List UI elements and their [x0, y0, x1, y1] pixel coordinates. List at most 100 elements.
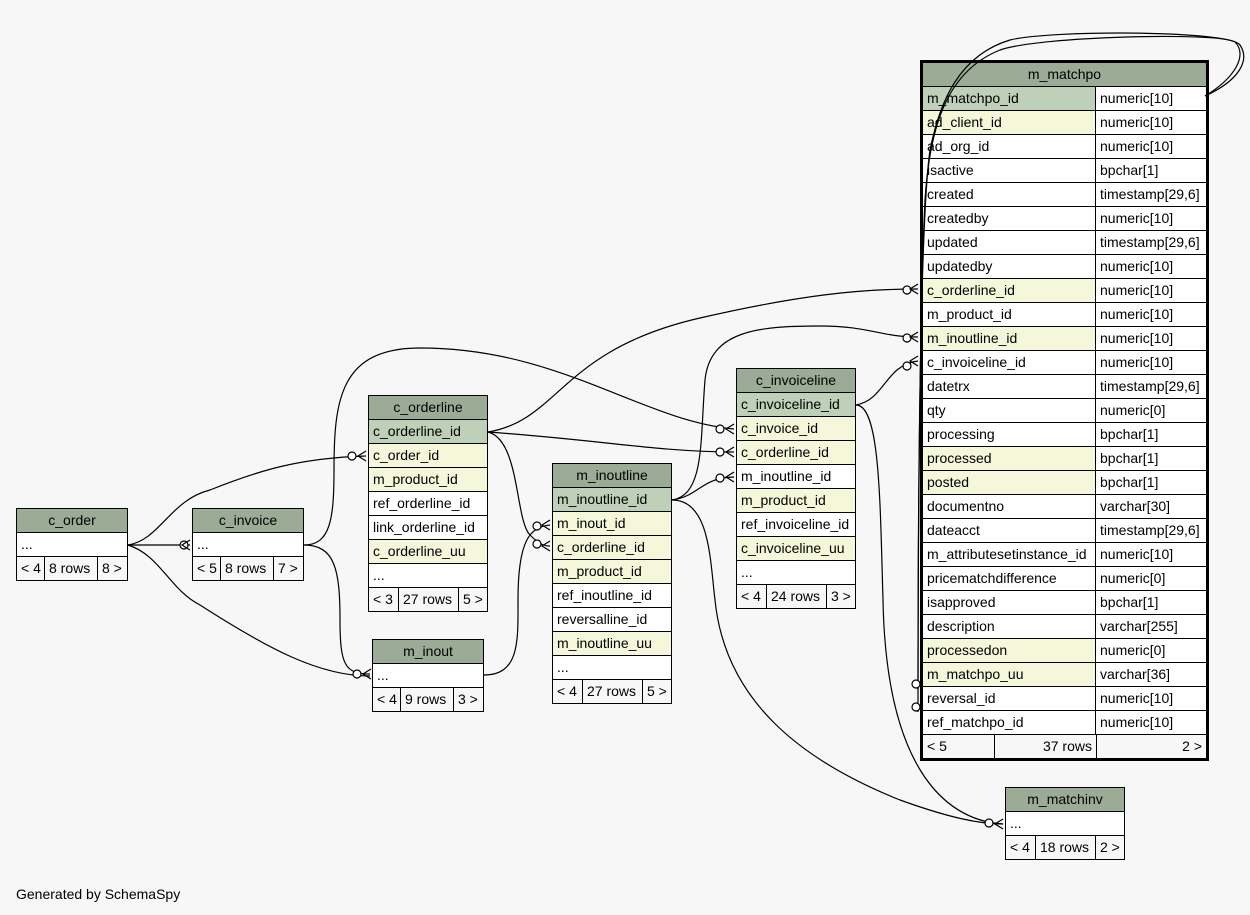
column-row[interactable]: ref_orderline_id — [369, 492, 487, 516]
column-row[interactable]: ... — [193, 533, 303, 557]
optional-marker — [715, 447, 725, 457]
column-row[interactable]: m_inoutline_id — [737, 465, 855, 489]
column-row[interactable]: link_orderline_id — [369, 516, 487, 540]
column-list: ... — [1006, 812, 1124, 836]
optional-marker — [179, 540, 189, 550]
column-row[interactable]: ... — [17, 533, 127, 557]
column-row[interactable]: ... — [373, 664, 483, 688]
children-count[interactable]: 3 > — [831, 588, 851, 604]
optional-marker — [902, 333, 912, 343]
column-row[interactable]: ref_invoiceline_id — [737, 513, 855, 537]
parents-count[interactable]: < 4 — [553, 680, 583, 703]
column-name: c_orderline_id — [553, 536, 671, 559]
row-count: 27 rows — [583, 680, 643, 703]
column-row[interactable]: c_invoiceline_uu — [737, 537, 855, 561]
column-row[interactable]: reversalline_id — [553, 608, 671, 632]
relationship-edge — [671, 476, 735, 501]
column-row[interactable]: c_orderline_uu — [369, 540, 487, 564]
parents-count[interactable]: < 5 — [923, 735, 995, 758]
column-row[interactable]: m_inoutline_uu — [553, 632, 671, 656]
column-row[interactable]: c_orderline_id — [369, 420, 487, 444]
parents-count[interactable]: < 5 — [193, 557, 221, 580]
table-title[interactable]: c_order — [17, 509, 127, 533]
parents-count[interactable]: < 4 — [373, 688, 401, 711]
table-title[interactable]: c_orderline — [369, 396, 487, 420]
table-title[interactable]: m_inout — [373, 640, 483, 664]
column-row[interactable]: c_order_id — [369, 444, 487, 468]
column-type: varchar[36] — [1096, 663, 1206, 686]
table-m_matchinv[interactable]: m_matchinv ... < 4 18 rows 2 > — [1005, 787, 1125, 860]
children-count[interactable]: 3 > — [458, 691, 478, 707]
children-count[interactable]: 5 > — [647, 683, 667, 699]
column-row[interactable]: m_inout_id — [553, 512, 671, 536]
column-row[interactable]: c_invoiceline_id — [737, 393, 855, 417]
column-row[interactable]: ... — [553, 656, 671, 680]
column-row[interactable]: ... — [1006, 812, 1124, 836]
parents-count[interactable]: < 3 — [369, 588, 399, 611]
table-title[interactable]: m_matchinv — [1006, 788, 1124, 812]
children-count[interactable]: 5 > — [463, 591, 483, 607]
children-count[interactable]: 7 > — [278, 560, 298, 576]
table-c_invoice[interactable]: c_invoice ... < 5 8 rows 7 > — [192, 508, 304, 581]
column-row[interactable]: m_product_id — [737, 489, 855, 513]
table-title[interactable]: c_invoiceline — [737, 369, 855, 393]
column-row[interactable]: c_orderline_id — [737, 441, 855, 465]
column-name: c_order_id — [369, 444, 487, 467]
column-row[interactable]: ... — [369, 564, 487, 588]
column-list: ... — [193, 533, 303, 557]
children-count[interactable]: 2 > — [1182, 738, 1202, 754]
table-footer: < 4 9 rows 3 > — [373, 688, 483, 711]
column-name: updatedby — [923, 255, 1096, 278]
parents-count[interactable]: < 4 — [1006, 836, 1036, 859]
column-name: c_invoiceline_id — [737, 393, 855, 416]
table-title[interactable]: m_matchpo — [923, 63, 1206, 87]
table-m_inout[interactable]: m_inout ... < 4 9 rows 3 > — [372, 639, 484, 712]
table-title[interactable]: m_inoutline — [553, 464, 671, 488]
parents-count[interactable]: < 4 — [737, 585, 767, 608]
column-row[interactable]: ... — [737, 561, 855, 585]
children-count[interactable]: 8 > — [102, 560, 122, 576]
column-row[interactable]: m_product_id — [369, 468, 487, 492]
children-count[interactable]: 2 > — [1100, 839, 1120, 855]
column-row[interactable]: m_product_id — [553, 560, 671, 584]
column-row[interactable]: c_orderline_id — [553, 536, 671, 560]
table-c_order[interactable]: c_order ... < 4 8 rows 8 > — [16, 508, 128, 581]
column-row[interactable]: ref_inoutline_id — [553, 584, 671, 608]
column-row[interactable]: m_inoutline_id — [553, 488, 671, 512]
parents-count[interactable]: < 4 — [17, 557, 45, 580]
table-title[interactable]: c_invoice — [193, 509, 303, 533]
column-row[interactable]: c_invoice_id — [737, 417, 855, 441]
